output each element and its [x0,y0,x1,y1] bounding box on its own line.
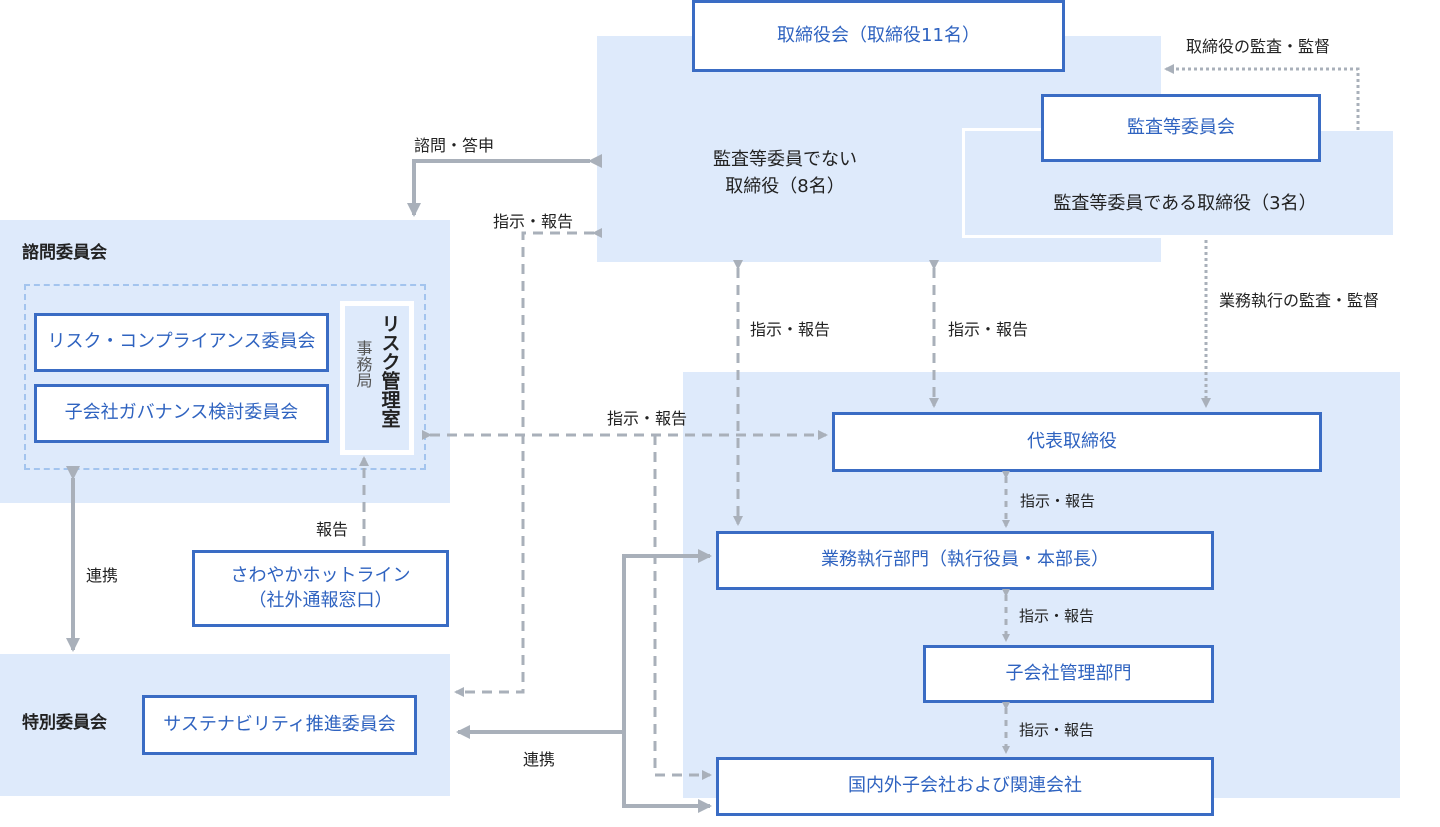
hotline-label: さわやかホットライン （社外通報窓口） [230,565,411,611]
cooperation-label-left: 連携 [86,566,119,585]
report-label: 報告 [316,520,349,539]
secretariat-label: 事務局 [353,340,373,388]
business-division-label: 業務執行部門（執行役員・本部長） [821,549,1109,571]
audit-directors-label: 監査等委員である取締役（3名） [1053,193,1317,214]
subsidiary-management-box[interactable]: 子会社管理部門 [923,645,1214,703]
instruct-report-to-special-arrow [454,228,602,697]
instruct-report-label-3: 指示・報告 [1019,721,1095,739]
risk-management-office-box[interactable]: 事務局 リスク管理室 [340,301,414,455]
sustainability-committee-box[interactable]: サステナビリティ推進委員会 [142,695,417,755]
execution-audit-label: 業務執行の監査・監督 [1219,291,1380,310]
special-committee-title: 特別委員会 [22,713,107,733]
risk-management-office-label: リスク管理室 [378,314,401,428]
consult-reply-arrow [407,154,602,217]
audit-committee-box[interactable]: 監査等委員会 [1041,94,1321,162]
advisory-committee-title: 諮問委員会 [22,243,107,263]
audit-committee-label: 監査等委員会 [1127,116,1235,138]
board-title: 取締役会（取締役11名） [777,24,980,46]
advisory-inner-frame [24,284,426,470]
sustainability-committee-label: サステナビリティ推進委員会 [163,713,396,735]
board-audit-label: 取締役の監査・監督 [1186,37,1331,56]
subsidiary-governance-committee-label: 子会社ガバナンス検討委員会 [64,402,299,424]
representative-director-label: 代表取締役 [1027,430,1117,452]
instruct-report-label-left: 指示・報告 [750,320,831,339]
subsidiary-governance-committee-box[interactable]: 子会社ガバナンス検討委員会 [34,384,329,443]
instruct-report-label-2: 指示・報告 [1019,607,1095,625]
group-companies-box[interactable]: 国内外子会社および関連会社 [716,757,1214,816]
board-of-directors-box[interactable]: 取締役会（取締役11名） [692,0,1065,72]
group-companies-label: 国内外子会社および関連会社 [848,775,1082,797]
consult-reply-label: 諮問・答申 [414,136,495,155]
cooperation-label-bottom: 連携 [523,750,556,769]
instruct-report-label-top: 指示・報告 [493,212,574,231]
business-division-box[interactable]: 業務執行部門（執行役員・本部長） [716,531,1214,590]
risk-compliance-committee-box[interactable]: リスク・コンプライアンス委員会 [34,313,329,372]
subsidiary-management-label: 子会社管理部門 [1005,662,1132,684]
representative-director-box[interactable]: 代表取締役 [832,412,1322,472]
instruct-report-label-1: 指示・報告 [1020,492,1096,510]
non-audit-directors-label: 監査等委員でない 取締役（8名） [713,149,857,197]
hotline-box[interactable]: さわやかホットライン （社外通報窓口） [192,550,449,627]
risk-compliance-committee-label: リスク・コンプライアンス委員会 [47,331,316,353]
instruct-report-label-right: 指示・報告 [948,320,1029,339]
instruct-report-label-middle: 指示・報告 [607,409,688,428]
